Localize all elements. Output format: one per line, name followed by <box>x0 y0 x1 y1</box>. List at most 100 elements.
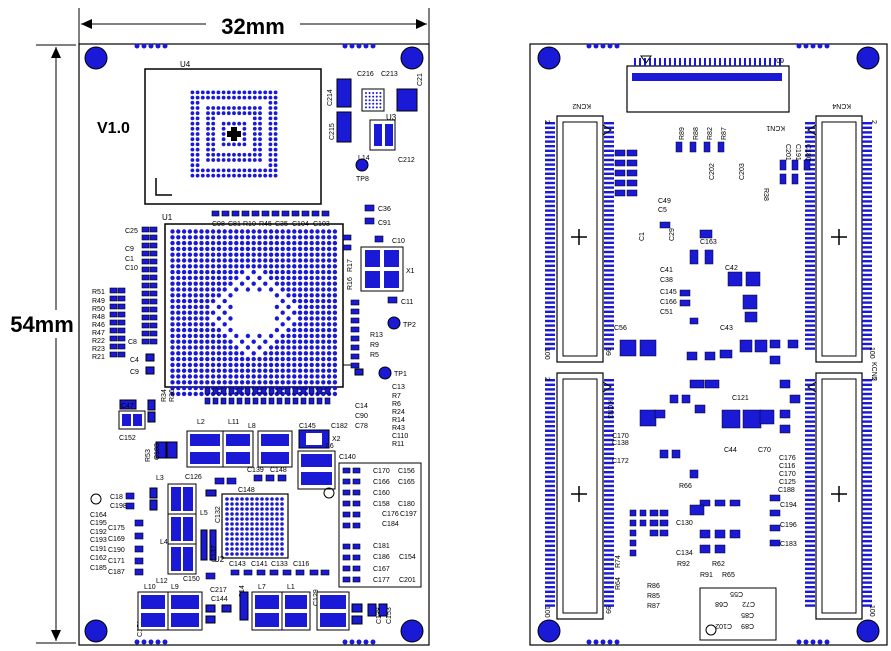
bga-ball <box>170 258 175 263</box>
smd-pad <box>714 529 726 539</box>
inductor-l2: L2 <box>197 419 205 426</box>
smd-pad <box>699 544 711 554</box>
connector-pin <box>862 535 872 538</box>
bga-ball <box>170 362 175 368</box>
bga-ball <box>242 111 247 116</box>
bga-ball <box>222 380 227 385</box>
connector-pin <box>604 438 614 442</box>
bga-ball <box>176 269 181 275</box>
smd-pad <box>803 159 811 171</box>
bga-ball <box>193 293 198 298</box>
ref-c177: C177 <box>373 577 390 584</box>
connector-pin <box>862 484 872 488</box>
bga-ball <box>216 275 222 281</box>
bga-ball <box>247 95 252 100</box>
ref-r7: R7 <box>392 393 401 400</box>
ref-c140: C140 <box>339 454 356 461</box>
bga-ball <box>200 173 205 178</box>
width-dimension: 32mm <box>78 8 430 44</box>
bga-ball <box>252 152 257 157</box>
kcn1-pin-60: 60 <box>776 56 784 63</box>
kcn3-pin-99: 99 <box>604 606 611 614</box>
connector-pin <box>862 131 872 134</box>
bga-ball <box>321 269 326 275</box>
ref-r22: R22 <box>92 338 105 345</box>
width-label: 32mm <box>221 14 285 39</box>
connector-pin <box>604 576 614 580</box>
inductor-l8: L8 <box>248 423 256 430</box>
bga-ball <box>222 322 227 327</box>
bga-ball <box>321 333 326 339</box>
ref-c192: C192 <box>90 529 107 536</box>
connector-pin <box>604 517 614 520</box>
bga-ball <box>176 362 181 368</box>
bga-ball <box>268 152 273 157</box>
connector-pin <box>862 507 872 511</box>
smd-pad <box>141 226 150 233</box>
bga-ball <box>237 142 242 147</box>
bga-ball <box>270 547 274 551</box>
connector-pin <box>604 448 614 451</box>
connector-pin <box>699 58 701 66</box>
smd-pad <box>342 467 351 474</box>
kcn3-pin-100: 100 <box>543 606 550 618</box>
connector-pin <box>545 264 555 267</box>
bga-ball <box>216 293 222 298</box>
ref-c176: C176 <box>382 511 399 518</box>
bga-ball <box>292 322 297 327</box>
bga-ball <box>216 345 222 350</box>
bga-ball <box>181 356 187 362</box>
bga-ball <box>280 351 285 356</box>
bga-ball <box>242 90 247 95</box>
bga-ball <box>268 269 274 275</box>
bga-ball <box>309 368 314 373</box>
bga-ball <box>268 132 273 136</box>
bga-ball <box>321 362 326 368</box>
bga-ball <box>255 507 259 511</box>
bga-ball <box>274 374 280 379</box>
connector-pin <box>604 512 614 515</box>
bga-ball <box>257 287 262 292</box>
bga-ball <box>326 269 332 275</box>
bga-ball <box>235 552 239 556</box>
connector-pin <box>545 397 555 400</box>
bga-ball <box>303 269 309 275</box>
bga-ball <box>315 380 320 385</box>
bga-ball <box>245 512 249 516</box>
smd-pad <box>352 543 361 550</box>
inductor-l7: L7 <box>258 584 266 591</box>
smd-pad <box>109 287 118 294</box>
bga-ball <box>170 380 175 385</box>
smd-pad <box>252 387 259 395</box>
bga-ball <box>190 158 195 162</box>
connector-pin <box>862 324 872 327</box>
bga-ball <box>273 126 278 131</box>
bga-ball <box>257 252 262 257</box>
smd-pad <box>352 467 361 474</box>
bga-ball <box>280 547 284 551</box>
connector-pin <box>664 58 666 66</box>
connector-pin <box>545 475 555 478</box>
bga-ball <box>315 339 320 344</box>
bga-ball <box>252 106 257 110</box>
cap-c215: C215 <box>329 123 336 140</box>
bga-ball <box>273 137 278 142</box>
smd-pad <box>769 339 781 349</box>
back-ref-c84: C145 <box>660 289 677 296</box>
smd-pad <box>639 509 647 517</box>
connector-pin <box>545 480 555 483</box>
ref-row-u1-bottom <box>204 387 331 405</box>
back-ref-c68: C68 <box>715 600 728 607</box>
bga-ball <box>280 527 284 531</box>
bga-ball <box>190 173 195 178</box>
back-ref-c121: C121 <box>732 395 749 402</box>
ref-c35: C35 <box>275 221 288 228</box>
bga-ball <box>268 252 274 257</box>
smd-pad <box>626 159 638 167</box>
smd-pad <box>117 303 126 310</box>
connector-pin <box>862 195 872 198</box>
connector-pin <box>545 163 555 166</box>
kcn4-pin-2: 2 <box>870 120 877 124</box>
bga-ball <box>228 327 233 333</box>
connector-pin <box>769 58 771 66</box>
